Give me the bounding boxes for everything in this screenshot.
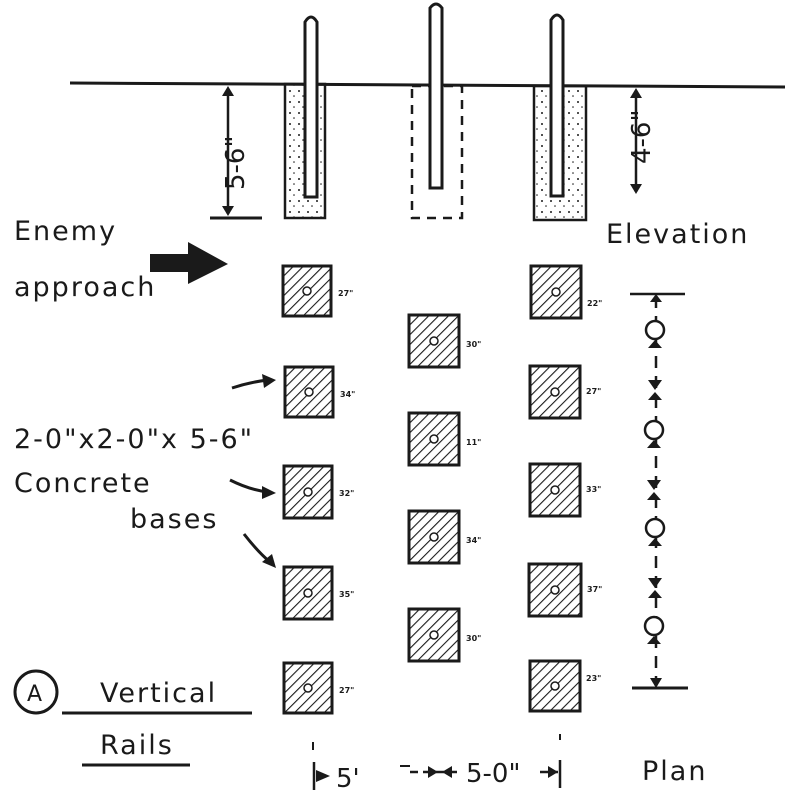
spacing-label-left: 5'	[336, 764, 360, 794]
depth-label-right: 4-6"	[627, 110, 657, 164]
rail-mark: 32"	[339, 489, 354, 498]
rail-base: 22"	[529, 264, 602, 320]
rail-mark: 11"	[466, 438, 481, 447]
footing-middle	[410, 2, 464, 220]
elevation-label: Elevation	[606, 219, 749, 250]
spacing-marker	[643, 419, 665, 500]
rail-base: 34"	[407, 509, 481, 565]
depth-dimension-right: 4-6"	[627, 88, 657, 194]
rail-base: 37"	[527, 562, 602, 618]
rail-mark: 27"	[586, 387, 601, 396]
leader-arrow-icon	[242, 533, 276, 568]
ground-line	[69, 81, 786, 89]
spacing-label-mid: 5-0"	[466, 759, 520, 789]
elevation-view: 5-6" 4-6" Elevation	[69, 2, 786, 250]
concrete-bases-callout: 2-0"x2-0"x 5-6" Concrete bases	[14, 374, 276, 568]
rail-base: 35"	[282, 565, 354, 621]
rail-base: 11"	[407, 411, 481, 467]
concrete-label: Concrete	[14, 468, 152, 499]
enemy-label: Enemy	[14, 216, 117, 247]
leader-arrow-icon	[229, 478, 276, 499]
bases-label: bases	[130, 504, 218, 535]
depth-dimension-left: 5-6"	[210, 86, 262, 220]
plan-label: Plan	[642, 756, 707, 787]
spacing-marker	[644, 517, 666, 598]
circle-a-icon: A	[13, 669, 59, 715]
depth-label-left: 5-6"	[221, 136, 251, 190]
figure-title: A Vertical Rails	[13, 669, 252, 767]
approach-label: approach	[14, 272, 156, 303]
rail-base: 27"	[528, 364, 601, 420]
spacing-marker	[643, 615, 665, 644]
spacing-dimension-bottom: 5' 5-0"	[312, 734, 562, 794]
rail-base: 34"	[283, 365, 355, 419]
rail-base: 30"	[407, 607, 481, 663]
enemy-approach: Enemy approach	[14, 216, 228, 303]
rail-base: 23"	[528, 659, 601, 713]
footing-left	[283, 15, 327, 220]
rail-mark: 27"	[338, 289, 353, 298]
rail-base: 32"	[282, 464, 354, 520]
enemy-arrow-icon	[150, 242, 228, 284]
rail-mark: 30"	[466, 634, 481, 643]
rail-mark: 35"	[339, 590, 354, 599]
rail-mark: 37"	[587, 585, 602, 594]
rail-base: 27"	[282, 661, 354, 715]
footing-right	[532, 13, 588, 222]
base-size-label: 2-0"x2-0"x 5-6"	[14, 424, 254, 455]
circle-letter: A	[27, 682, 42, 707]
rail-mark: 34"	[340, 390, 355, 399]
rail-mark: 22"	[587, 299, 602, 308]
title-vertical: Vertical	[100, 678, 217, 709]
rail-mark: 27"	[339, 686, 354, 695]
rail-base: 30"	[407, 313, 481, 369]
rail-mark: 30"	[466, 340, 481, 349]
spacing-dimension-chain	[630, 292, 688, 690]
plan-view: 27" 34" 32" 35" 27" 30"	[281, 264, 707, 794]
rail-mark: 33"	[586, 485, 601, 494]
rail-base: 33"	[528, 462, 601, 518]
title-rails: Rails	[100, 730, 174, 761]
rail-mark: 34"	[466, 536, 481, 545]
rail-base: 27"	[281, 264, 353, 318]
rail-mark: 23"	[586, 674, 601, 683]
leader-arrow-icon	[231, 374, 276, 390]
spacing-marker	[644, 319, 666, 400]
